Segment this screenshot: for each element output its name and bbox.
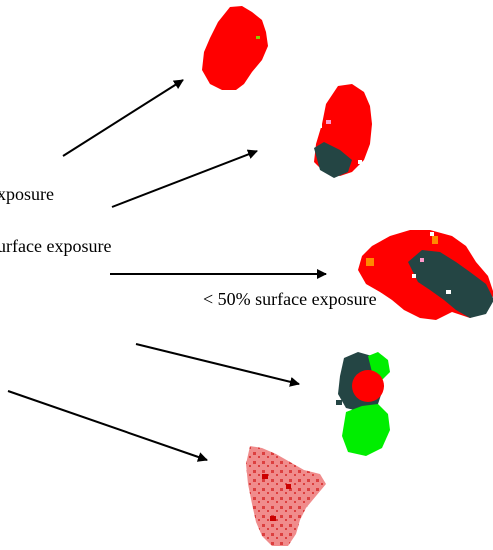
arrow-1 — [62, 79, 184, 157]
label-under-50-surface-exposure: < 50% surface exposure — [203, 289, 377, 309]
blob-2-red-dark — [314, 84, 372, 178]
blob-1-red — [202, 6, 268, 90]
arrow-4 — [135, 343, 300, 387]
blob-3-mixed — [358, 230, 493, 320]
arrow-2 — [111, 149, 258, 208]
blob-4-green-red — [336, 352, 390, 456]
label-exposure: xposure — [0, 184, 54, 204]
label-surface-exposure: urface exposure — [0, 236, 112, 256]
arrow-5 — [7, 390, 208, 462]
blob-5-pink — [246, 446, 326, 546]
